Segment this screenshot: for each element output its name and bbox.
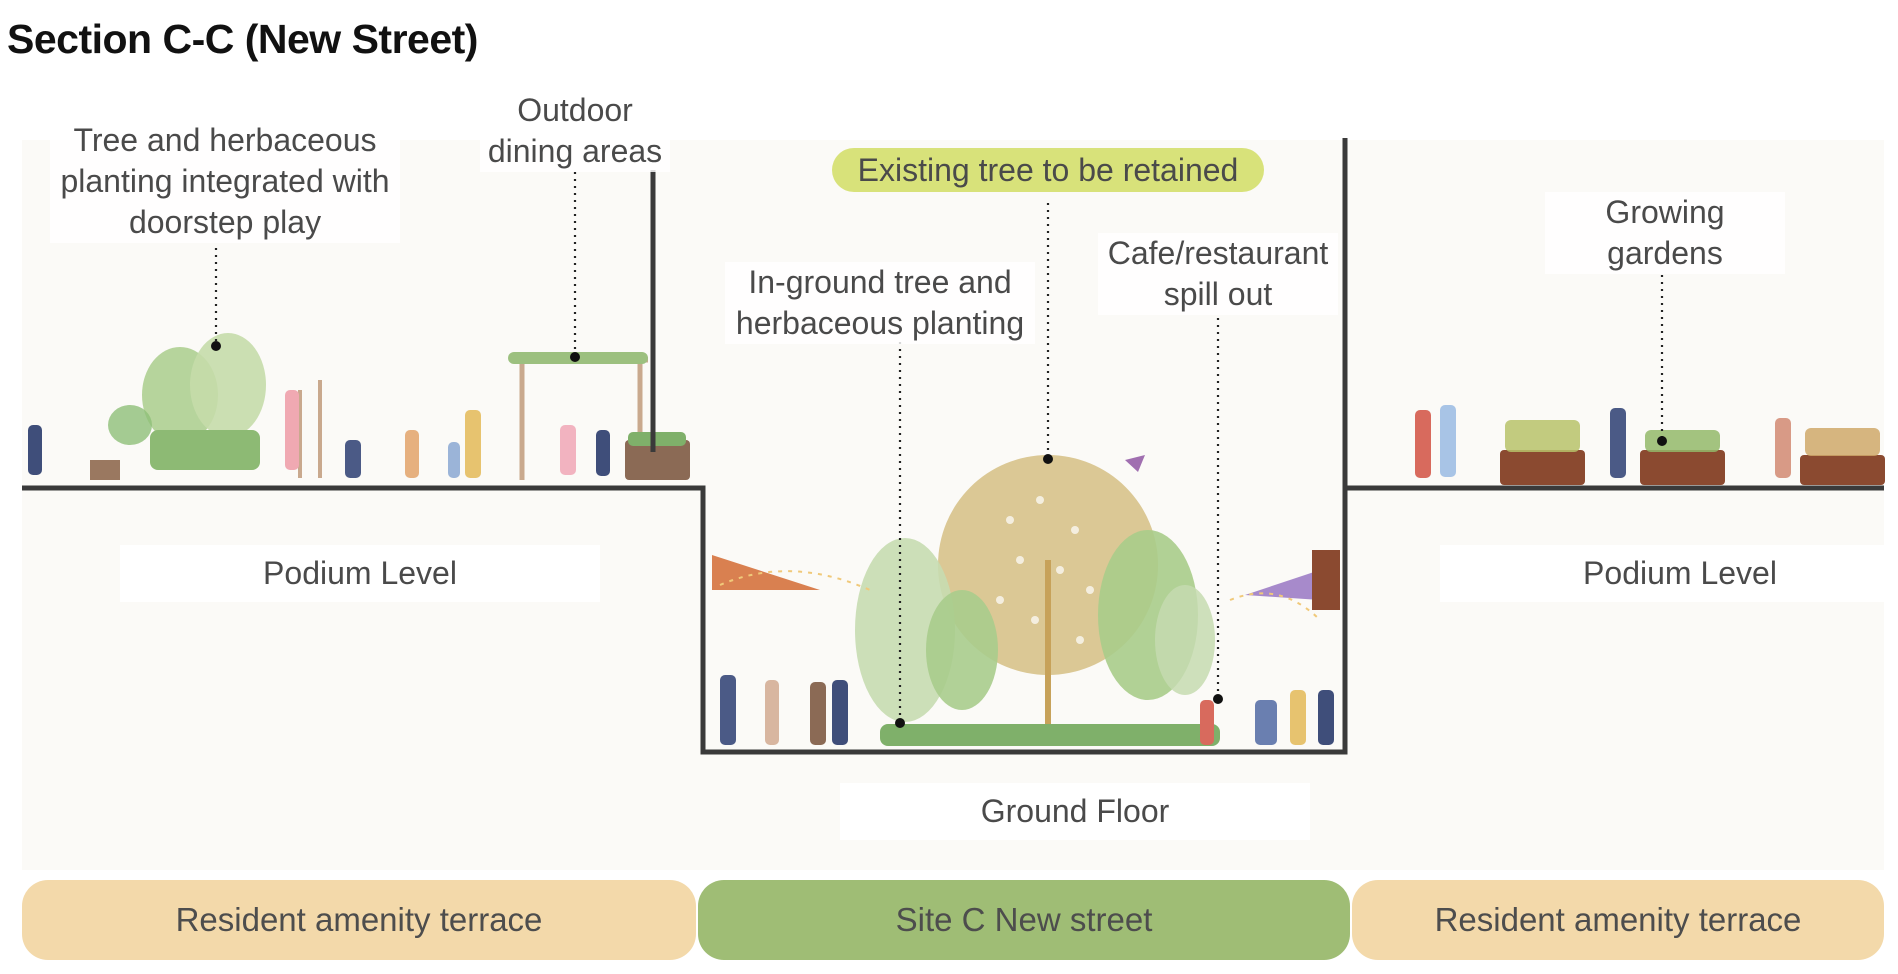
level-podium-right: Podium Level xyxy=(1440,545,1898,602)
annotation-outdoor-dining: Outdoor dining areas xyxy=(480,90,670,172)
level-podium-left: Podium Level xyxy=(120,545,600,602)
annotation-line: gardens xyxy=(1607,235,1723,271)
street-people xyxy=(720,675,1334,745)
leader-dots xyxy=(211,341,1667,728)
left-podium-planting xyxy=(90,333,322,480)
left-planter-greens xyxy=(628,432,686,446)
zone-resident-terrace-right: Resident amenity terrace xyxy=(1352,880,1884,960)
annotation-line: planting integrated with xyxy=(60,163,390,199)
annotation-line: dining areas xyxy=(487,133,663,169)
left-awning xyxy=(712,555,820,590)
annotation-line: Cafe/restaurant xyxy=(1107,235,1329,271)
right-podium-people xyxy=(1415,405,1791,478)
annotation-tree-herbaceous: Tree and herbaceous planting integrated … xyxy=(50,120,400,243)
annotation-line: Outdoor xyxy=(517,92,633,128)
street-tree-left-front xyxy=(926,590,998,710)
existing-tree-blossom xyxy=(996,496,1094,644)
leader-lines xyxy=(214,172,1664,722)
street-planting-bed xyxy=(880,724,1220,746)
annotation-existing-tree: Existing tree to be retained xyxy=(818,148,1278,192)
right-shopfront xyxy=(1312,550,1340,610)
annotation-line: spill out xyxy=(1163,276,1273,312)
annotation-line: Growing xyxy=(1605,194,1725,230)
level-ground-floor: Ground Floor xyxy=(840,783,1310,840)
left-podium-people xyxy=(28,390,481,478)
dining-people xyxy=(560,425,610,476)
page-title: Section C-C (New Street) xyxy=(7,16,478,62)
bird xyxy=(1125,455,1145,472)
annotation-line: herbaceous planting xyxy=(735,305,1025,341)
growing-garden-beds xyxy=(1500,420,1885,485)
street-tree-right-small xyxy=(1155,585,1215,695)
annotation-growing-gardens: Growing gardens xyxy=(1545,192,1785,274)
section-cut-line xyxy=(22,485,1884,755)
annotation-in-ground-tree: In-ground tree and herbaceous planting xyxy=(725,262,1035,344)
zone-resident-terrace-left: Resident amenity terrace xyxy=(22,880,696,960)
string-lights-right xyxy=(1229,592,1321,621)
right-awning xyxy=(1245,570,1320,600)
existing-tree-highlight: Existing tree to be retained xyxy=(831,148,1265,192)
annotation-cafe-restaurant: Cafe/restaurant spill out xyxy=(1098,233,1338,315)
annotation-line: Tree and herbaceous xyxy=(73,122,377,158)
annotation-line: doorstep play xyxy=(128,204,322,240)
left-planter xyxy=(625,440,690,480)
annotation-line: In-ground tree and xyxy=(748,264,1012,300)
zone-site-c-new-street: Site C New street xyxy=(698,880,1350,960)
